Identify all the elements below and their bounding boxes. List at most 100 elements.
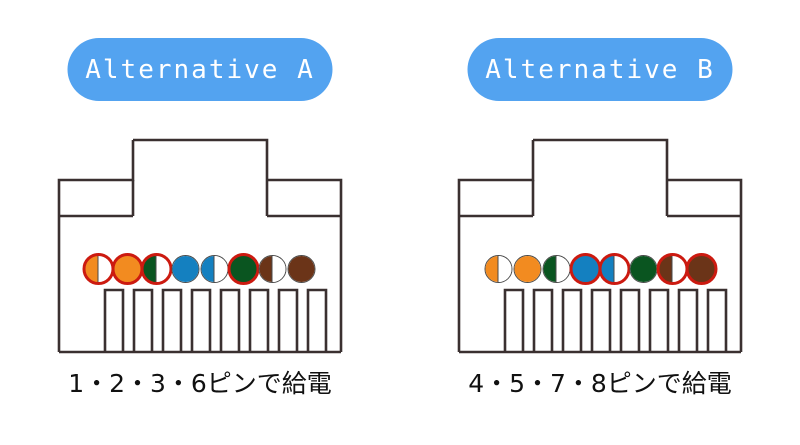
rj45-outline-svg [57, 138, 343, 354]
contact-blade-2 [532, 288, 554, 352]
left-wing-upper [57, 140, 135, 216]
contact-blade-7 [277, 288, 299, 352]
contact-blade-8 [706, 288, 728, 352]
pin-3-white-green [140, 253, 173, 285]
pin-disc [258, 255, 287, 283]
contact-blade-4 [590, 288, 612, 352]
pin-half-left [485, 256, 499, 282]
contact-blade-6 [648, 288, 670, 352]
pin-half-right [156, 255, 171, 283]
pin-half-left [113, 255, 128, 283]
pin-half-left [288, 256, 302, 282]
contact-blade-2 [132, 288, 154, 352]
contact-blade-3 [161, 288, 183, 352]
pin-half-right [98, 255, 113, 283]
pin-half-right [643, 256, 657, 282]
pin-half-left [229, 255, 244, 283]
pin-disc [687, 255, 716, 283]
pin-disc [200, 255, 229, 283]
pin-disc [142, 255, 171, 283]
contact-blade-5 [219, 288, 241, 352]
pin-disc [229, 255, 258, 283]
contact-blade-7 [677, 288, 699, 352]
pin-6-green [629, 255, 658, 283]
contact-blade-6 [248, 288, 270, 352]
rj45-outline-svg [457, 138, 743, 354]
pin-disc [287, 255, 316, 283]
pin-half-right [585, 255, 600, 283]
rj45-connector-a [55, 138, 345, 354]
contact-blade-5 [619, 288, 641, 352]
pin-half-left [630, 256, 644, 282]
pin-disc [658, 255, 687, 283]
pin-2-orange [111, 253, 144, 285]
contact-blade-4 [190, 288, 212, 352]
pin-7-white-brown [258, 255, 287, 283]
pin-8-brown [287, 255, 316, 283]
caption-alternative-b: 4・5・7・8ピンで給電 [468, 369, 732, 398]
left-wing-upper [457, 140, 535, 216]
pin-half-left [543, 256, 557, 282]
pin-half-right [272, 256, 286, 282]
pin-half-left [84, 255, 99, 283]
right-wing-upper [667, 178, 743, 216]
pin-half-right [127, 255, 142, 283]
contact-blade-8 [306, 288, 328, 352]
pin-disc [600, 255, 629, 283]
badge-label: Alternative B [485, 54, 715, 85]
pin-half-right [185, 256, 199, 282]
pin-half-left [142, 255, 157, 283]
pin-disc [629, 255, 658, 283]
pin-half-left [259, 256, 273, 282]
pin-half-left [172, 256, 186, 282]
pin-half-right [214, 256, 228, 282]
contact-blade-1 [503, 288, 525, 352]
latch-tab-path [533, 138, 669, 180]
right-wing-upper [267, 178, 343, 216]
pin-7-white-brown [656, 253, 689, 285]
pin-1-white-orange [82, 253, 115, 285]
pin-half-right [701, 255, 716, 283]
pin-disc [484, 255, 513, 283]
pin-half-left [658, 255, 673, 283]
pin-4-blue [171, 255, 200, 283]
pin-half-right [301, 256, 315, 282]
pin-half-left [514, 256, 528, 282]
pin-3-white-green [542, 255, 571, 283]
pin-half-left [201, 256, 215, 282]
pin-4-blue [569, 253, 602, 285]
pin-5-white-blue [598, 253, 631, 285]
pin-row-b [484, 253, 718, 285]
pin-half-left [687, 255, 702, 283]
pin-8-brown [685, 253, 718, 285]
pin-half-right [556, 256, 570, 282]
pin-6-green [227, 253, 260, 285]
pin-disc [84, 255, 113, 283]
contact-blade-3 [561, 288, 583, 352]
pin-half-right [672, 255, 687, 283]
rj45-connector-b [455, 138, 745, 354]
pin-disc [513, 255, 542, 283]
pin-half-left [600, 255, 615, 283]
caption-alternative-a: 1・2・3・6ピンで給電 [68, 369, 332, 398]
pin-disc [542, 255, 571, 283]
badge-label: Alternative A [85, 54, 315, 85]
panel-alternative-a: Alternative A [55, 38, 345, 398]
pin-half-left [571, 255, 586, 283]
pin-1-white-orange [484, 255, 513, 283]
pin-5-white-blue [200, 255, 229, 283]
pin-disc [571, 255, 600, 283]
pin-half-right [527, 256, 541, 282]
pin-disc [113, 255, 142, 283]
pin-half-right [498, 256, 512, 282]
pin-2-orange [513, 255, 542, 283]
pin-disc [171, 255, 200, 283]
contact-blade-1 [103, 288, 125, 352]
badge-alternative-b: Alternative B [467, 38, 733, 101]
pin-row-a [82, 253, 316, 285]
panel-alternative-b: Alternative B [400, 0, 800, 445]
latch-tab-path [133, 138, 269, 180]
pin-half-right [243, 255, 258, 283]
badge-alternative-a: Alternative A [67, 38, 333, 101]
